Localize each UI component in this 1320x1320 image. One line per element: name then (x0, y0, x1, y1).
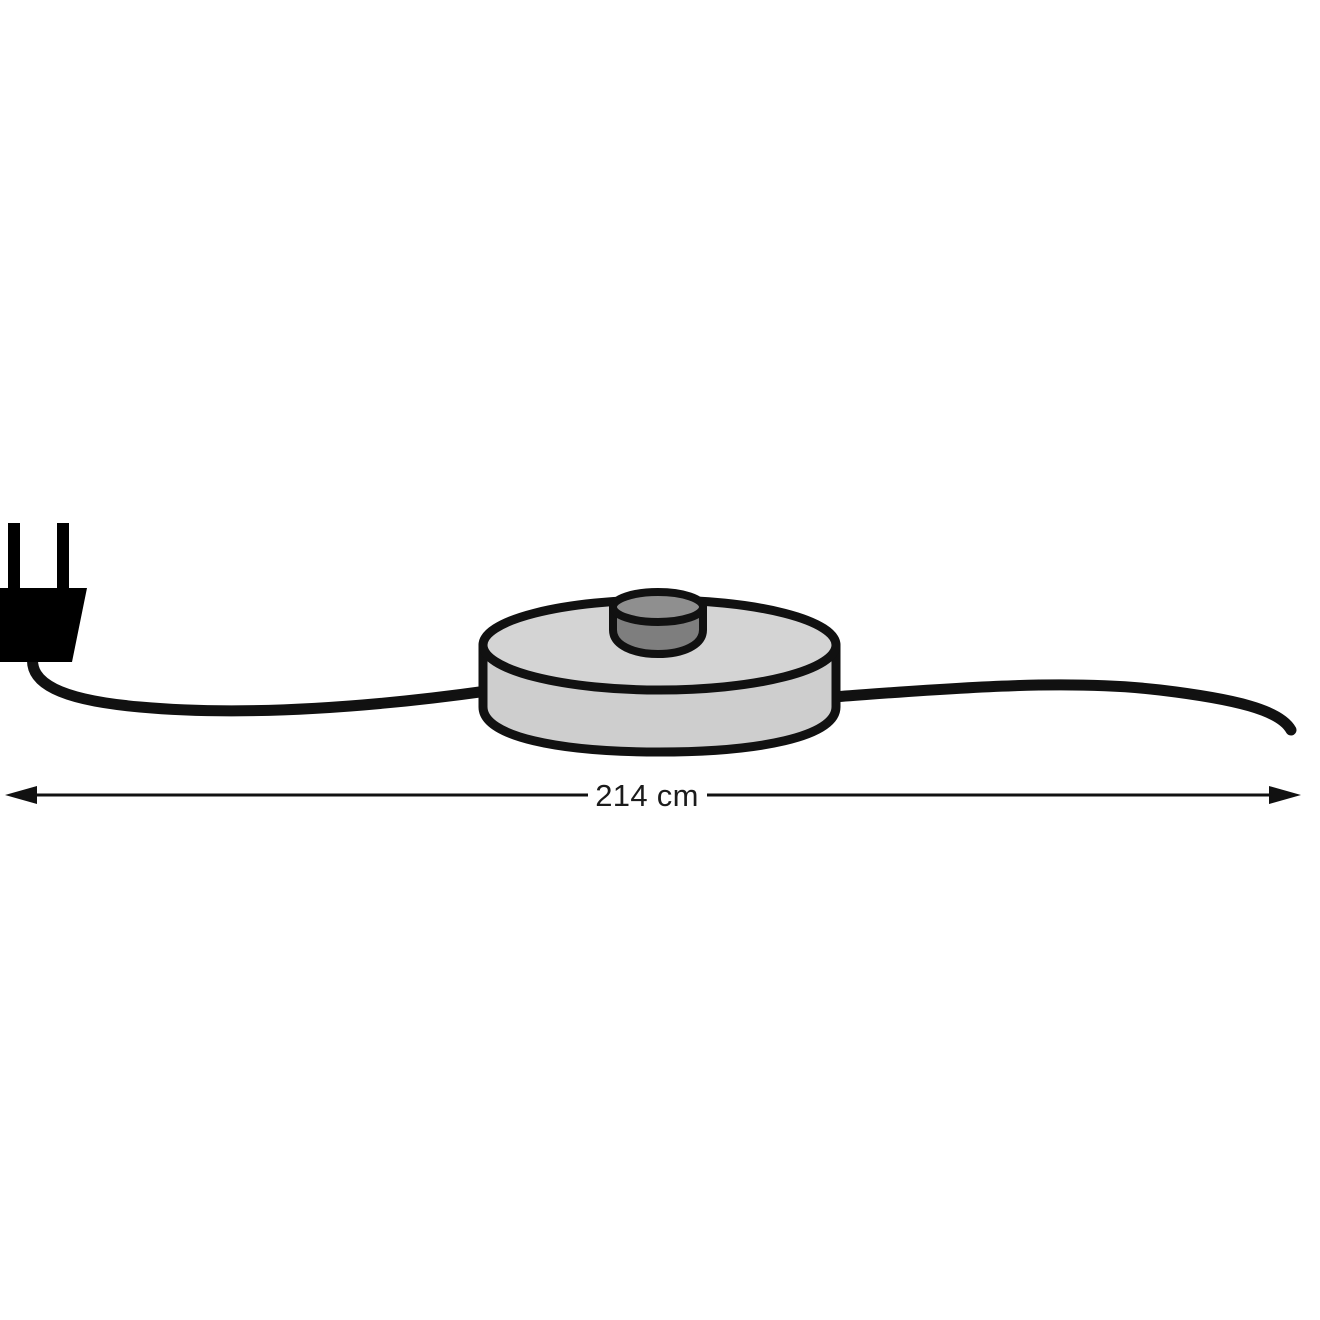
plug-icon (0, 523, 87, 662)
dimension-arrowhead-left (5, 786, 37, 804)
cord-path-right (826, 679, 1297, 736)
cord-left-segment (27, 649, 493, 717)
rotary-knob[interactable] (609, 588, 707, 658)
dimension-label: 214 cm (595, 778, 698, 813)
cord-right-segment (826, 679, 1297, 736)
knob-top-face (609, 588, 707, 626)
plug-body (0, 588, 87, 662)
dimension-arrowhead-right (1269, 786, 1301, 804)
cord-path-left (27, 649, 493, 717)
dimension-line: 214 cm (5, 778, 1301, 813)
